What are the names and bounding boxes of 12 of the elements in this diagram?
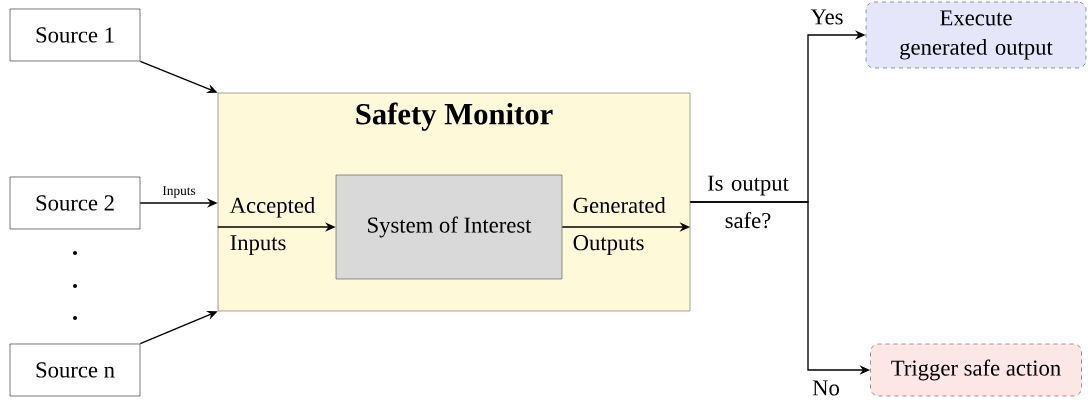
action-box: Trigger safe action (870, 343, 1082, 397)
source-box: Source 1 (9, 8, 141, 62)
action-box: Execute generated output (865, 1, 1087, 69)
edge-label: No (812, 380, 839, 396)
edge-label: Accepted Inputs (229, 197, 315, 255)
edge-label: Yes (810, 9, 843, 25)
source-box: Source n (9, 343, 141, 397)
question-label: Is output safe? (707, 175, 789, 229)
edge-label: Generated Outputs (573, 197, 666, 255)
system-box: System of Interest (335, 174, 563, 280)
source-box: Source 2 (9, 176, 141, 230)
edge-label: Inputs (162, 186, 196, 198)
